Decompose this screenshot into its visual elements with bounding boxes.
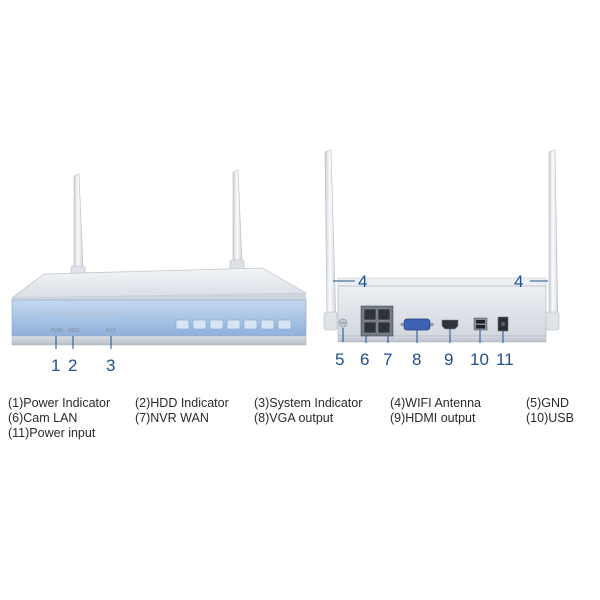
vga-port: [400, 318, 434, 331]
callout-9: 9: [444, 350, 453, 369]
front-button: [192, 319, 207, 330]
callout-1: 1: [51, 356, 60, 375]
legend-gnd: (5)GND: [526, 396, 570, 410]
usb-port: [476, 325, 485, 329]
front-view: H.264 Wireless P2P NVR PWR HDD SYS 1 2 3: [10, 169, 308, 375]
legend-cam-lan: (6)Cam LAN: [8, 411, 78, 425]
legend-power-input: (11)Power input: [8, 426, 96, 440]
callout-8: 8: [412, 350, 421, 369]
front-button: [243, 319, 258, 330]
rear-callout-lines: [333, 280, 548, 343]
callout-4-left: 4: [358, 272, 367, 291]
callout-4-right: 4: [514, 272, 523, 291]
front-panel-brand-text: H.264 Wireless P2P NVR: [42, 311, 121, 318]
legend-system-indicator: (3)System Indicator: [254, 396, 363, 410]
rear-left-antenna: [323, 149, 338, 331]
front-button: [277, 319, 292, 330]
front-button: [209, 319, 224, 330]
lan-port: [377, 308, 391, 321]
rear-view: 4 4 5 6 7 8 9 10 11: [323, 149, 560, 369]
front-button: [226, 319, 241, 330]
rear-chassis-base: [337, 335, 547, 343]
callout-10: 10: [470, 350, 489, 369]
front-left-antenna: [70, 173, 86, 279]
lan-port: [363, 308, 377, 321]
lan-ports: [360, 305, 394, 337]
legend-hdmi-output: (9)HDMI output: [390, 411, 476, 425]
front-button: [175, 319, 190, 330]
legend-wifi-antenna: (4)WIFI Antenna: [390, 396, 482, 410]
callout-2: 2: [68, 356, 77, 375]
front-chassis-base: [11, 335, 307, 346]
legend-usb: (10)USB: [526, 411, 574, 425]
front-button: [260, 319, 275, 330]
wan-port: [377, 321, 391, 334]
legend: (1)Power Indicator (6)Cam LAN (11)Power …: [0, 396, 600, 456]
callout-5: 5: [335, 350, 344, 369]
gnd-screw: [338, 318, 348, 328]
hdmi-port: [441, 319, 459, 330]
callout-11: 11: [496, 350, 514, 369]
callout-3: 3: [106, 356, 115, 375]
led-label-hdd: HDD: [68, 328, 79, 334]
usb-ports: [473, 317, 488, 331]
legend-hdd-indicator: (2)HDD Indicator: [135, 396, 229, 410]
rear-right-antenna: [545, 149, 560, 331]
front-chassis-top: [10, 267, 308, 299]
legend-vga-output: (8)VGA output: [254, 411, 334, 425]
callout-7: 7: [383, 350, 392, 369]
led-label-sys: SYS: [106, 328, 117, 334]
callout-6: 6: [360, 350, 369, 369]
lan-port: [363, 321, 377, 334]
usb-port: [476, 320, 485, 324]
led-label-pwr: PWR: [51, 328, 63, 334]
front-button-row: [175, 319, 292, 330]
front-right-antenna: [229, 169, 245, 273]
front-callout-lines: [55, 336, 112, 349]
legend-power-indicator: (1)Power Indicator: [8, 396, 111, 410]
power-jack: [497, 316, 509, 332]
legend-nvr-wan: (7)NVR WAN: [135, 411, 209, 425]
